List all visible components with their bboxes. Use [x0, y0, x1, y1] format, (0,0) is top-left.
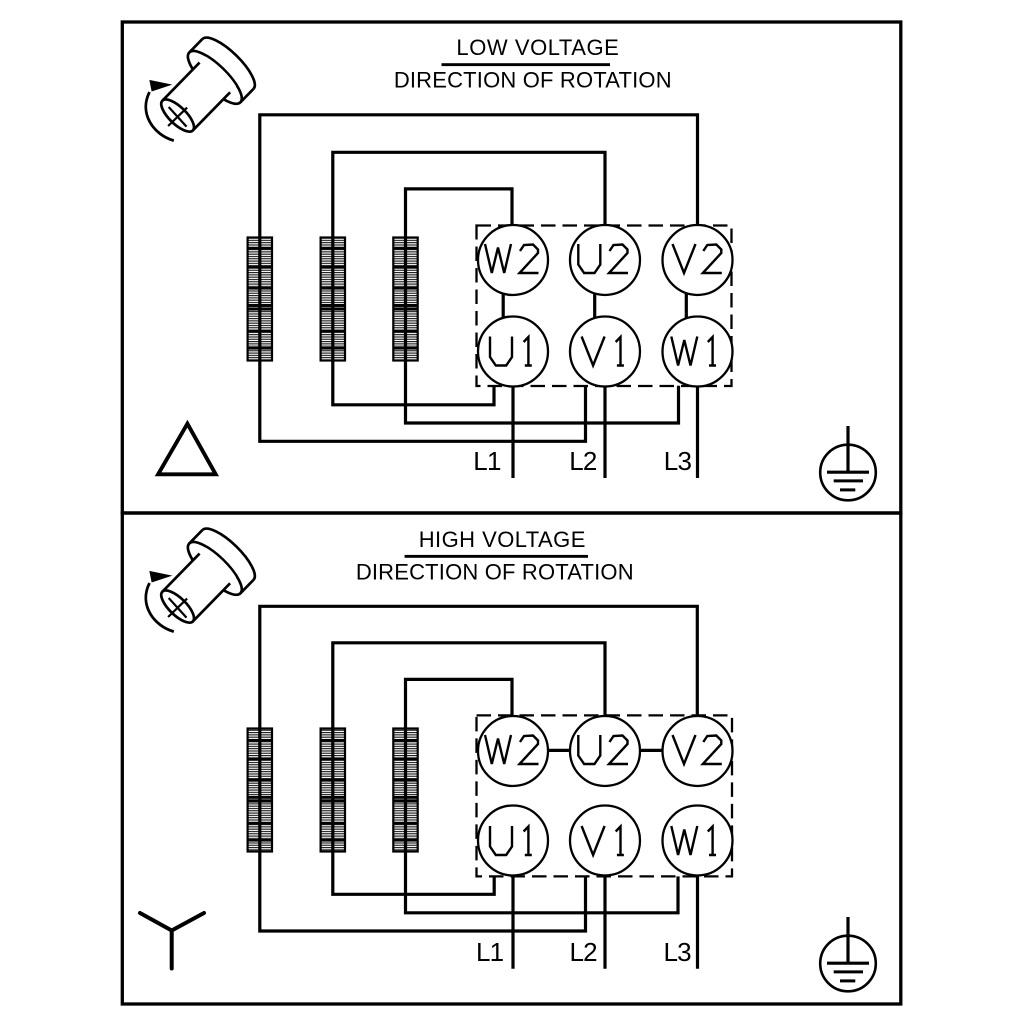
- svg-text:L1: L1: [476, 937, 504, 967]
- svg-text:L2: L2: [569, 446, 597, 476]
- svg-text:L2: L2: [570, 937, 598, 967]
- svg-text:DIRECTION OF ROTATION: DIRECTION OF ROTATION: [394, 67, 672, 92]
- svg-text:HIGH VOLTAGE: HIGH VOLTAGE: [419, 527, 586, 552]
- svg-text:DIRECTION OF ROTATION: DIRECTION OF ROTATION: [356, 559, 634, 584]
- svg-text:L3: L3: [664, 937, 692, 967]
- svg-text:LOW VOLTAGE: LOW VOLTAGE: [456, 35, 619, 60]
- svg-text:L1: L1: [473, 446, 501, 476]
- svg-text:L3: L3: [664, 446, 692, 476]
